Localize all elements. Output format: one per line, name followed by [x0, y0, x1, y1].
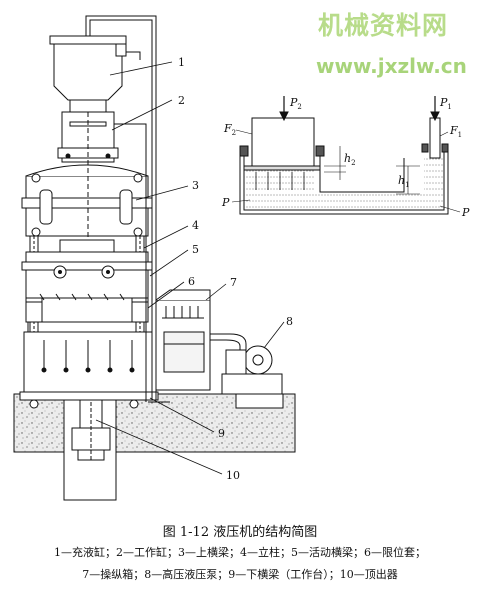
lower-crossbeam — [19, 321, 159, 409]
figure-title: 图 1-12 液压机的结构简图 — [162, 525, 318, 540]
prefill-tank — [49, 35, 127, 113]
label-p-right: P — [461, 206, 470, 219]
callout-4: 4 — [192, 219, 199, 232]
watermark-url: www.jxzlw.cn — [316, 54, 467, 78]
figure-legend-line-1: 1—充液缸；2—工作缸；3—上横梁；4—立柱；5—活动横梁；6—限位套； — [54, 546, 426, 559]
label-p1: P1 — [439, 96, 452, 111]
callout-leaders — [95, 61, 285, 475]
label-h1: h1 — [398, 174, 410, 189]
working-cylinder — [57, 111, 119, 240]
label-f1: F1 — [449, 124, 462, 139]
hydraulic-piping — [85, 15, 247, 403]
foundation — [13, 393, 296, 501]
callout-2: 2 — [178, 94, 185, 107]
moving-crossbeam — [21, 239, 153, 301]
callout-3: 3 — [192, 179, 199, 192]
callout-5: 5 — [192, 243, 199, 256]
label-p-left: P — [221, 196, 230, 209]
high-pressure-pump — [221, 345, 283, 395]
callout-1: 1 — [178, 56, 185, 69]
callout-10: 10 — [226, 469, 240, 482]
callout-9: 9 — [218, 427, 225, 440]
control-box — [155, 289, 211, 391]
callout-8: 8 — [286, 315, 293, 328]
label-f2: F2 — [223, 122, 236, 137]
callout-6: 6 — [188, 275, 195, 288]
limit-sleeves — [25, 295, 149, 323]
figure-legend-line-2: 7—操纵箱；8—高压液压泵；9—下横梁（工作台）；10—顶出器 — [82, 568, 398, 581]
label-p2: P2 — [289, 96, 302, 111]
watermark-title: 机械资料网 — [318, 11, 449, 40]
upper-crossbeam — [21, 164, 153, 237]
callout-7: 7 — [230, 276, 237, 289]
label-h2: h2 — [344, 152, 356, 167]
pascal-principle-inset — [231, 96, 461, 215]
